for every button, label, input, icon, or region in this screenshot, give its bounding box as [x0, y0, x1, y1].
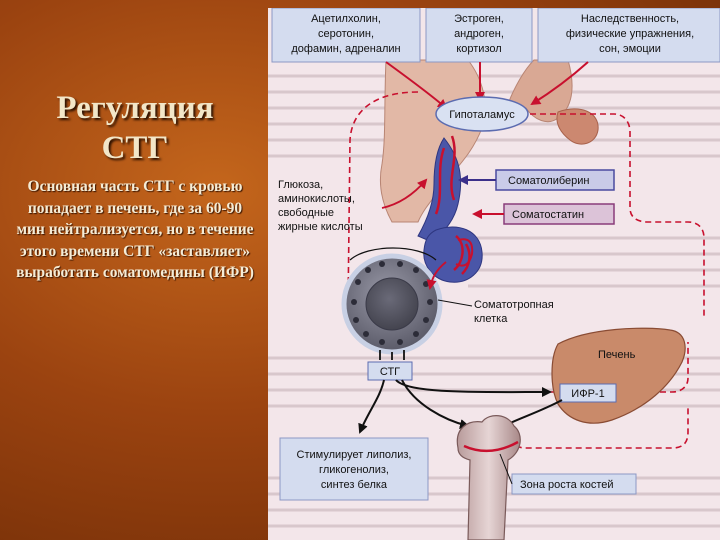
somatostatin-box: Соматостатин	[504, 204, 614, 224]
liver-label: Печень	[598, 349, 636, 361]
box-line: серотонин,	[318, 28, 374, 40]
box-line: сон, эмоции	[599, 43, 661, 55]
left-panel: Регуляция СТГ Основная часть СТГ с кровь…	[0, 0, 268, 540]
somatoliberin-label: Соматолиберин	[508, 175, 590, 187]
igf-box: ИФР-1	[560, 384, 616, 402]
box-line: Наследственность,	[581, 13, 679, 25]
stg-box: СТГ	[368, 362, 412, 380]
box-line: физические упражнения,	[566, 28, 694, 40]
metabolites-line: аминокислоты,	[278, 193, 355, 205]
slide-text: Основная часть СТГ с кровью попадает в п…	[12, 176, 258, 284]
metabolites-line: свободные	[278, 207, 334, 219]
diagram-figure: Ацетилхолин, серотонин, дофамин, адренал…	[268, 8, 720, 540]
metabolites-line: Глюкоза,	[278, 179, 323, 191]
hypothalamus-label: Гипоталамус	[449, 109, 515, 121]
effects-line: синтез белка	[321, 479, 388, 491]
somatotroph-label: Соматотропная клетка	[474, 299, 554, 325]
somatoliberin-box: Соматолиберин	[496, 170, 614, 190]
igf-label: ИФР-1	[571, 388, 604, 400]
hypothalamus-node: Гипоталамус	[436, 97, 528, 131]
somatostatin-label: Соматостатин	[512, 209, 584, 221]
input-box-neurotransmitters: Ацетилхолин, серотонин, дофамин, адренал…	[272, 8, 420, 62]
box-line: дофамин, адреналин	[291, 43, 400, 55]
bone-zone-label: Зона роста костей	[520, 479, 614, 491]
effects-line: Стимулирует липолиз,	[297, 449, 412, 461]
box-line: Эстроген,	[454, 13, 504, 25]
box-line: кортизол	[456, 43, 501, 55]
effects-box: Стимулирует липолиз, гликогенолиз, синте…	[280, 438, 428, 500]
input-box-steroids: Эстроген, андроген, кортизол	[426, 8, 532, 62]
bone-zone-box: Зона роста костей	[512, 474, 636, 494]
slide-title: Регуляция СТГ	[10, 88, 260, 168]
stg-label: СТГ	[380, 366, 400, 378]
effects-line: гликогенолиз,	[319, 464, 389, 476]
somatotroph-cell	[344, 256, 440, 352]
somatotroph-line: клетка	[474, 313, 508, 325]
input-box-heredity: Наследственность, физические упражнения,…	[538, 8, 720, 62]
somatotroph-line: Соматотропная	[474, 299, 554, 311]
box-line: Ацетилхолин,	[311, 13, 381, 25]
regulation-diagram: Ацетилхолин, серотонин, дофамин, адренал…	[268, 8, 720, 540]
liver-organ: Печень	[552, 328, 685, 423]
metabolites-line: жирные кислоты	[278, 221, 363, 233]
somatotroph-pointer	[438, 300, 472, 306]
box-line: андроген,	[454, 28, 504, 40]
